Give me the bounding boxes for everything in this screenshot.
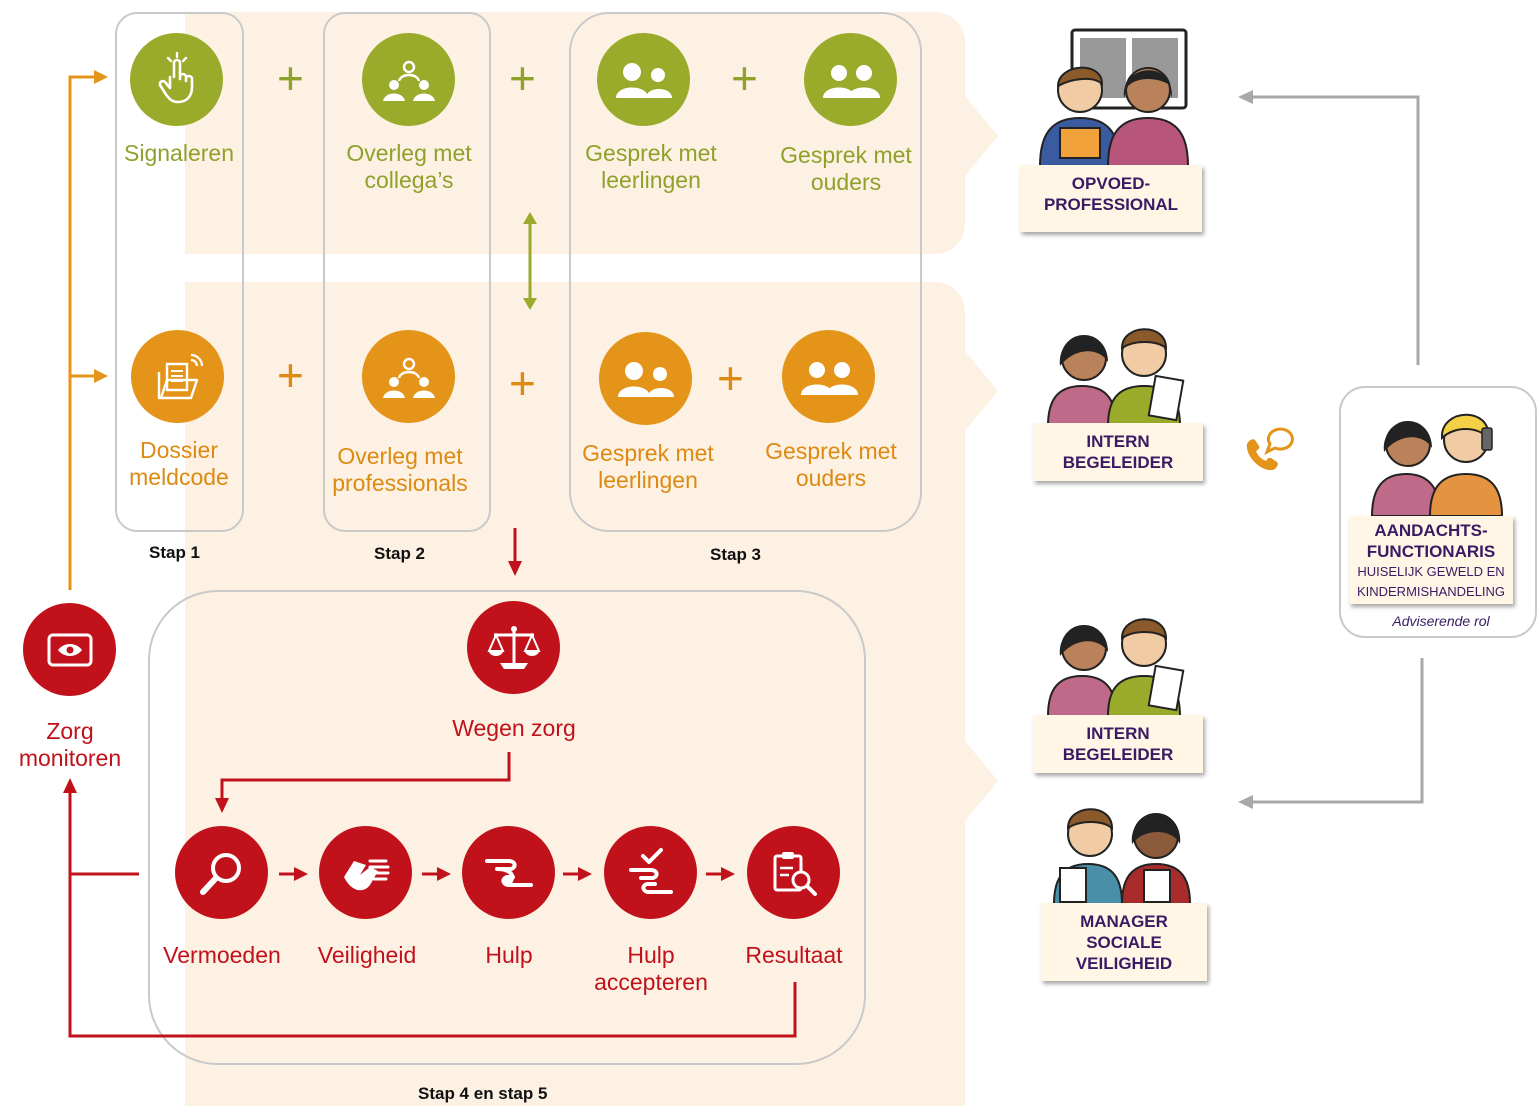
opvoed-professional-label: OPVOED-PROFESSIONAL (1020, 165, 1202, 232)
wegen-label: Wegen zorg (452, 715, 576, 741)
intern-begeleider-illustration-2 (1046, 618, 1185, 717)
group-people-icon (382, 60, 435, 101)
signaleren-circle (130, 33, 223, 126)
two-people-icon (800, 361, 858, 395)
hulp-accepteren-circle (604, 826, 697, 919)
plus-sign: + (277, 349, 304, 401)
aandachts-sub-2: KINDERMISHANDELING (1356, 584, 1506, 599)
dossier-circle (131, 330, 224, 423)
check-hand-icon (628, 847, 673, 894)
veiligheid-label: Veiligheid (317, 942, 417, 968)
stap45-box (148, 590, 866, 1065)
intern-begeleider-illustration-1 (1046, 328, 1185, 427)
veiligheid-circle (319, 826, 412, 919)
folder-document-icon (157, 353, 203, 399)
resultaat-label: Resultaat (745, 942, 843, 968)
signaleren-label: Signaleren (124, 140, 234, 166)
two-people-icon (822, 64, 880, 98)
aandachts-note: Adviserende rol (1392, 613, 1490, 629)
stap45-label: Stap 4 en stap 5 (418, 1084, 548, 1103)
helping-hands-icon (484, 858, 533, 887)
two-people-icon (615, 62, 672, 98)
band-pointer-3 (960, 735, 998, 827)
plus-sign: + (509, 357, 536, 409)
stap2-label: Stap 2 (374, 544, 426, 563)
hulp-label: Hulp (485, 942, 533, 968)
plus-sign: + (717, 352, 744, 404)
magnifier-icon (199, 852, 241, 895)
monitor-circle (23, 603, 116, 696)
pointer-hand-icon (158, 51, 193, 103)
double-arrow (523, 212, 537, 310)
plus-sign: + (731, 52, 758, 104)
stap3-label: Stap 3 (710, 545, 762, 564)
eye-screen-icon (47, 633, 92, 666)
plus-sign: + (277, 52, 304, 104)
band-pointer-1 (960, 90, 998, 182)
aandachts-label: AANDACHTS- FUNCTIONARIS HUISELIJK GEWELD… (1349, 516, 1513, 604)
stap1-label: Stap 1 (149, 543, 201, 562)
manager-illustration (1052, 808, 1192, 905)
phone-chat-icon (1246, 427, 1294, 471)
hulp-circle (462, 826, 555, 919)
band-pointer-2 (960, 345, 998, 437)
opvoed-professional-illustration (1038, 28, 1190, 167)
gesprek-leerlingen-circle (597, 33, 690, 126)
vermoeden-label: Vermoeden (163, 942, 281, 968)
overleg-collegas-circle (362, 33, 455, 126)
wegen-circle (467, 601, 560, 694)
gesprek-leerlingen-circle (599, 332, 692, 425)
hands-icon (343, 859, 389, 890)
resultaat-circle (747, 826, 840, 919)
stap2-box (323, 12, 491, 532)
two-people-icon (617, 361, 674, 397)
gesprek-ouders-circle (782, 330, 875, 423)
aandachts-illustration (1370, 413, 1504, 517)
plus-sign: + (509, 52, 536, 104)
aandachts-sub-1: HUISELIJK GEWELD EN (1357, 564, 1505, 579)
clipboard-search-icon (773, 851, 817, 896)
group-people-icon (382, 357, 435, 398)
scales-icon (486, 625, 541, 669)
overleg-professionals-circle (362, 330, 455, 423)
stap1-box (115, 12, 244, 532)
vermoeden-circle (175, 826, 268, 919)
gesprek-ouders-circle (804, 33, 897, 126)
stap3-box (569, 12, 922, 532)
